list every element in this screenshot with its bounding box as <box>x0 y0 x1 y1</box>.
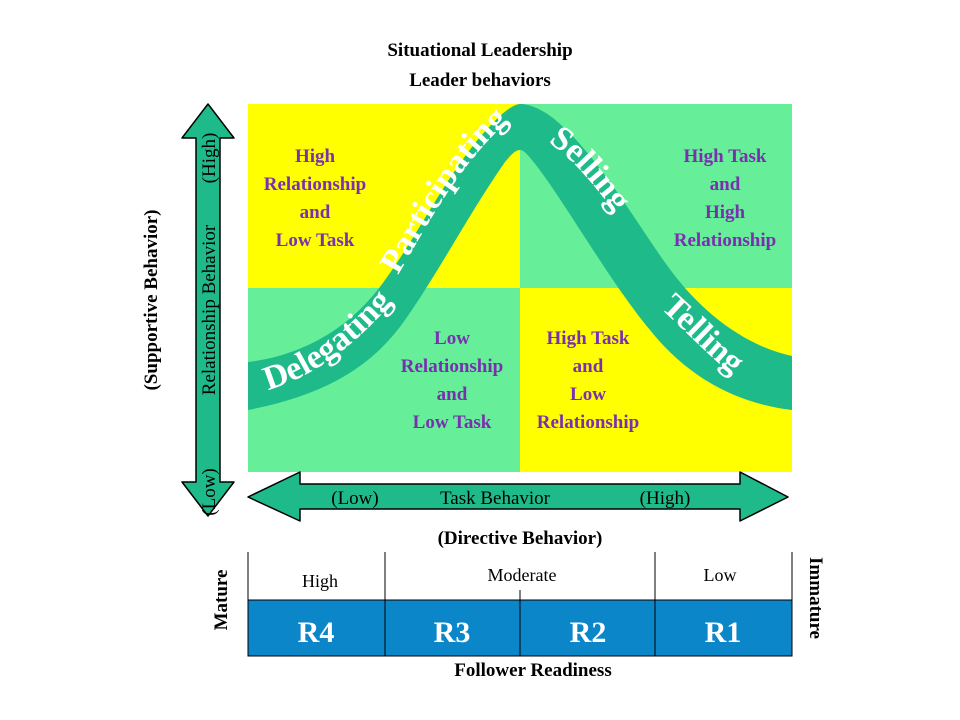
leadership-style-curve <box>248 104 792 410</box>
relationship-axis-text: (Low) Relationship Behavior (High) <box>199 133 220 516</box>
br-line-2: and <box>573 356 604 377</box>
title-line-2: Leader behaviors <box>409 70 551 91</box>
mature-label: Mature <box>211 570 232 631</box>
br-line-3: Low <box>570 384 606 405</box>
tl-line-3: and <box>300 202 331 223</box>
task-axis-low: (Low) <box>331 488 378 509</box>
quadrant-top-left-text: High Relationship and Low Task <box>264 146 366 251</box>
tr-line-2: and <box>710 174 741 195</box>
task-axis-arrow <box>247 471 789 522</box>
tl-line-4: Low Task <box>276 230 355 251</box>
bl-line-1: Low <box>434 328 470 349</box>
follower-readiness-label: Follower Readiness <box>454 660 611 681</box>
quadrant-top-right-text: High Task and High Relationship <box>674 146 776 251</box>
readiness-level-moderate: Moderate <box>488 565 557 585</box>
readiness-cell-r4: R4 <box>298 616 335 649</box>
readiness-level-low: Low <box>704 565 737 585</box>
supportive-behavior-label: (Supportive Behavior) <box>141 209 162 390</box>
task-axis-label: Task Behavior <box>440 488 551 509</box>
tr-line-1: High Task <box>684 146 767 167</box>
bl-line-3: and <box>437 384 468 405</box>
bl-line-2: Relationship <box>401 356 503 377</box>
readiness-level-high: High <box>302 571 338 591</box>
quadrant-bottom-right-text: High Task and Low Relationship <box>537 328 639 433</box>
directive-behavior-label: (Directive Behavior) <box>438 528 603 549</box>
readiness-cell-r3: R3 <box>434 616 471 649</box>
task-axis-high: (High) <box>640 488 691 509</box>
title-line-1: Situational Leadership <box>387 40 572 61</box>
tr-line-4: Relationship <box>674 230 776 251</box>
br-line-4: Relationship <box>537 412 639 433</box>
relationship-axis-label: Relationship Behavior <box>199 224 220 395</box>
tr-line-3: High <box>705 202 746 223</box>
readiness-cell-r1: R1 <box>705 616 742 649</box>
relationship-axis-low: (Low) <box>199 468 220 515</box>
bl-line-4: Low Task <box>413 412 492 433</box>
relationship-axis-arrow <box>181 103 235 517</box>
quadrant-bottom-left-text: Low Relationship and Low Task <box>401 328 503 433</box>
relationship-axis-high: (High) <box>199 133 220 184</box>
tl-line-1: High <box>295 146 336 167</box>
immature-label: Immature <box>805 557 826 639</box>
readiness-cell-r2: R2 <box>570 616 607 649</box>
tl-line-2: Relationship <box>264 174 366 195</box>
br-line-1: High Task <box>547 328 630 349</box>
